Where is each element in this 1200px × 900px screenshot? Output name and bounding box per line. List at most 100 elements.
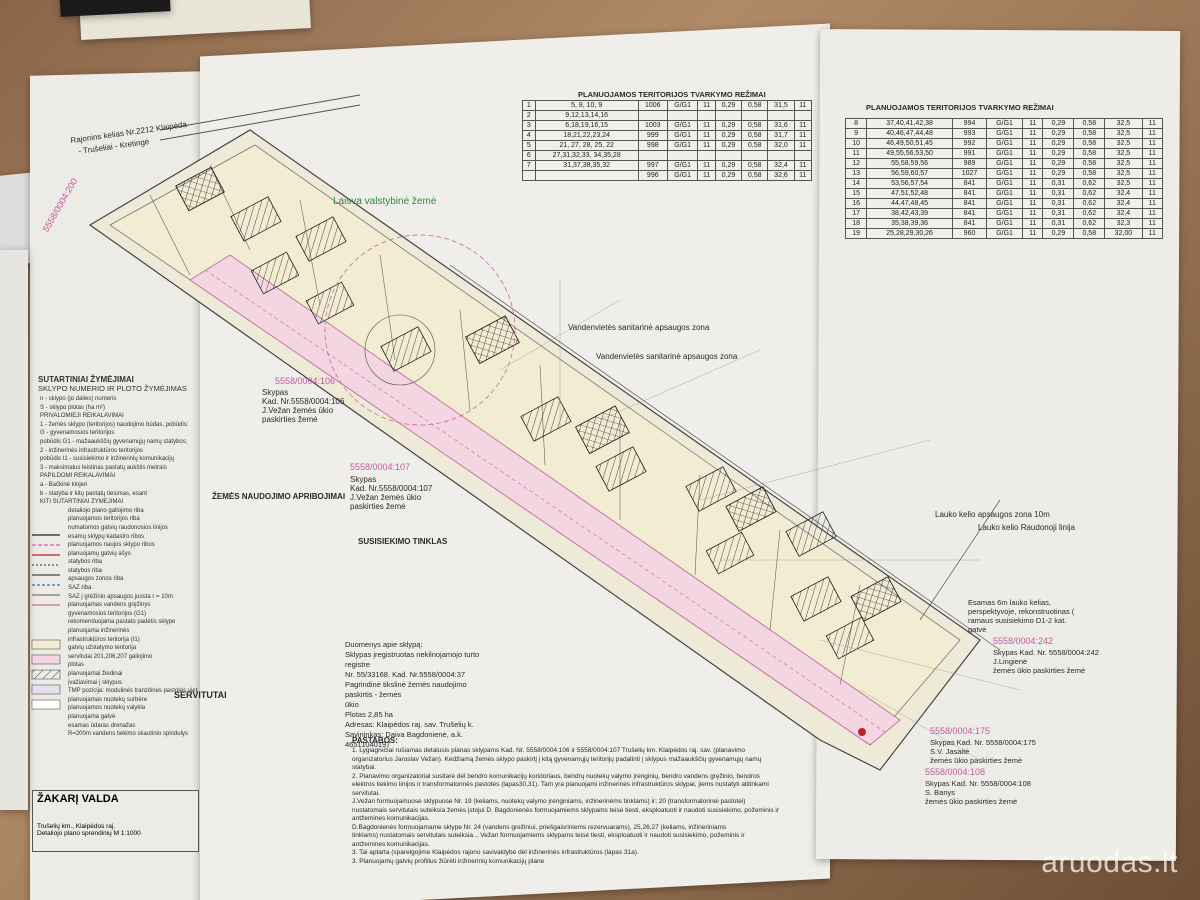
table-cell: 56,59,60,57	[866, 168, 953, 179]
existing-road-note: Esamas 6m lauko kelias, perspektyvoje, r…	[968, 598, 1075, 634]
table-cell: 841	[951, 198, 988, 209]
table-cell: 25,28,29,30,26	[866, 228, 953, 239]
table-cell: 32,00	[1104, 228, 1143, 239]
legend-item: planuojamos naujos sklypo ribos	[68, 542, 155, 549]
table-cell: 32,5	[1104, 178, 1143, 189]
title-line-2: Detaliojo plano sprendinių M 1:1000	[37, 830, 141, 837]
table-cell: 0,29	[714, 120, 743, 131]
table-cell: 994	[951, 118, 988, 129]
table-cell: G/G1	[986, 158, 1024, 169]
parcel-106-number: 5558/0004:106	[275, 376, 336, 386]
table-cell: 4	[522, 130, 536, 141]
remark-line: tinklams) nustatomais servitutais suteik…	[352, 832, 745, 839]
table-cell: 49,55,56,53,50	[866, 148, 953, 159]
table-cell: 11	[844, 148, 868, 159]
legend-item: S - sklypo plotas (ha m²)	[40, 404, 106, 411]
remark-line: 3. Tai aptarta (sparelgojime Klaipėdos r…	[352, 849, 639, 856]
table-cell: 0,29	[714, 140, 743, 151]
table-cell: 0,58	[1073, 128, 1106, 139]
title-block: ŽAKARĮ VALDA Trušelių km., Klaipėdos raj…	[32, 790, 199, 852]
servitudes-title: SERVITUTAI	[174, 690, 227, 700]
parcel-175-number: 5558/0004:175	[930, 726, 991, 736]
table-cell: 0,29	[1042, 168, 1075, 179]
table-cell: 11	[793, 100, 813, 111]
legend-item: KITI SUTARTINIAI ŽYMĖJIMAI	[40, 499, 124, 506]
table-cell: G/G1	[666, 160, 699, 171]
table-cell: G/G1	[986, 188, 1024, 199]
table-cell: 0,58	[1073, 138, 1106, 149]
table-cell: 11	[697, 120, 716, 131]
table-cell: 11	[1141, 138, 1164, 149]
table-cell: 18,21,22,23,24	[534, 130, 639, 141]
traffic-title: SUSISIEKIMO TINKLAS	[358, 537, 448, 546]
table-cell: 11	[793, 140, 813, 151]
legend-item: statybos riba	[68, 567, 103, 574]
table-cell: 46,49,50,51,45	[866, 138, 953, 149]
table-cell: G/G1	[986, 228, 1024, 239]
table-cell: 32,5	[1104, 148, 1143, 159]
table-cell: 997	[637, 160, 668, 171]
legend-item: esamas ūdaras drenažas	[68, 722, 136, 729]
table-cell: 0,62	[1073, 198, 1106, 209]
legend-item: numatomos gatvių raudonosios linijos	[68, 524, 169, 531]
table-cell: 11	[1022, 118, 1044, 129]
legend-item: įvažiavimai į sklypus	[68, 679, 123, 686]
table-cell: 15	[844, 188, 868, 199]
table-cell: G/G1	[986, 178, 1024, 189]
table-cell: 0,31	[1042, 188, 1075, 199]
table-cell: 31,5	[767, 100, 795, 111]
table-cell: 11	[1141, 128, 1164, 139]
table-cell: G/G1	[666, 170, 699, 181]
table-cell: 0,31	[1042, 208, 1075, 219]
remarks-list: 1. Lygiagrečiai rušiamas detalusis plana…	[352, 747, 822, 866]
table-cell: 0,29	[714, 100, 743, 111]
table-cell: 47,51,52,48	[866, 188, 953, 199]
table-cell: 0,29	[714, 170, 743, 181]
remark-line: elektros tiekimo linijos ir transformato…	[352, 781, 769, 788]
table-cell: 0,58	[1073, 148, 1106, 159]
table-cell: 32,6	[767, 170, 795, 181]
title-heading: ŽAKARĮ VALDA	[37, 793, 119, 805]
legend-item: plotas	[68, 662, 85, 669]
table-right-title: PLANUOJAMOS TERITORIJOS TVARKYMO REŽIMAI	[866, 103, 1054, 112]
table-cell: 2	[522, 110, 536, 121]
table-cell: 53,56,57,54	[866, 178, 953, 189]
table-cell: 5, 8, 10, 9	[534, 100, 639, 111]
table-cell: 998	[637, 140, 668, 151]
table-cell: 841	[951, 218, 988, 229]
remark-line: statybai.	[352, 764, 377, 771]
remark-line: J.Vežan formuojamuose sklypuose Nr. 19 (…	[352, 798, 746, 805]
table-cell: 1003	[637, 120, 668, 131]
table-cell: 0,29	[1042, 118, 1075, 129]
table-cell: 38,42,43,39	[866, 208, 953, 219]
table-cell: G/G1	[666, 140, 699, 151]
table-cell: 11	[1141, 198, 1164, 209]
legend-item: TMP pozicija: modulinės tranzitinės past…	[68, 688, 198, 695]
residential-area	[109, 144, 961, 746]
table-cell: 9,12,13,14,16	[534, 110, 639, 121]
table-cell: 0,62	[1073, 208, 1106, 219]
remark-line: organizatorius Jaroslav Vežan). Kedžiamą…	[352, 755, 762, 763]
parcel-108-desc: Skypas Kad. Nr. 5558/0004:108 S. Banys ž…	[925, 779, 1031, 806]
legend-item: esamų sklypų kadastro ribos	[68, 533, 145, 540]
legend-item: planuojamas nuotekų surbėre	[68, 696, 148, 703]
table-cell: 11	[1022, 228, 1044, 239]
table-cell: 11	[793, 120, 813, 131]
table-cell: 12	[844, 158, 868, 169]
table-cell: 0,58	[741, 130, 769, 141]
table-cell: 11	[1022, 138, 1044, 149]
table-cell	[666, 150, 699, 161]
table-cell	[714, 110, 743, 121]
table-cell: 0,29	[1042, 158, 1075, 169]
table-cell: 11	[1141, 208, 1164, 219]
